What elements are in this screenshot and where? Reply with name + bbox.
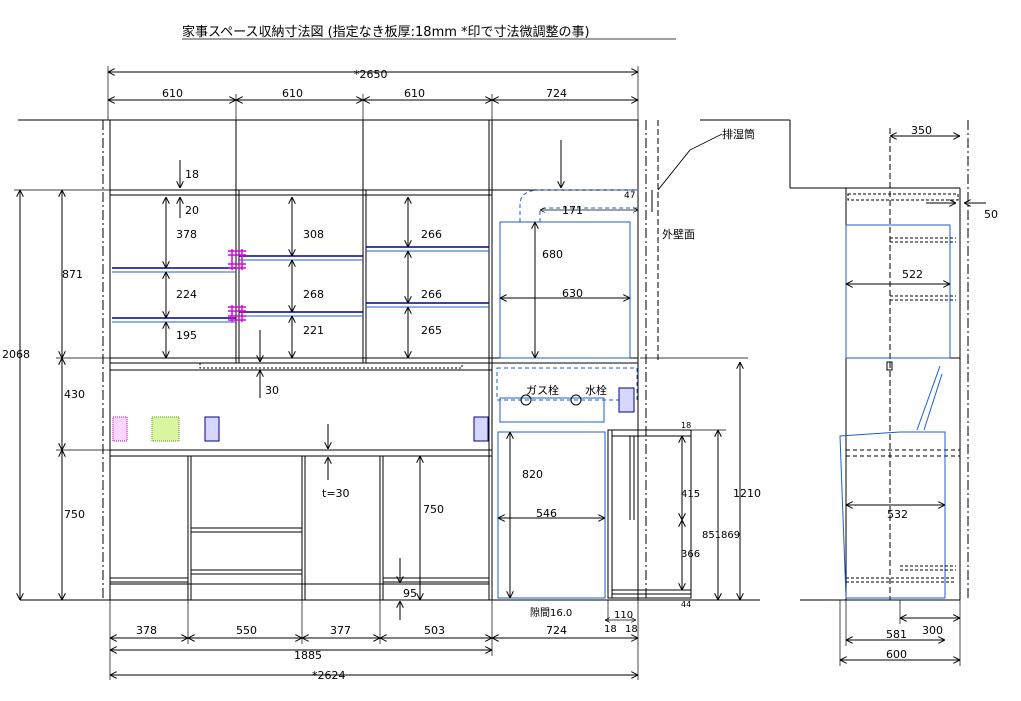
dim-18-right: 18: [625, 624, 638, 635]
dim-col3-a: 266: [421, 228, 442, 241]
dim-18-left: 18: [604, 624, 617, 635]
dim-415: 415: [681, 489, 700, 500]
dim-bottom-subtotal: 1885: [294, 649, 322, 662]
dim-171: 171: [562, 204, 583, 217]
side-dim-532: 532: [887, 508, 908, 521]
dim-col1-b: 224: [176, 288, 197, 301]
dim-bottom-1: 378: [136, 624, 157, 637]
shelves: [112, 246, 489, 323]
side-dim-350: 350: [911, 124, 932, 137]
label-water: 水栓: [585, 383, 607, 397]
side-dim-581: 581: [886, 628, 907, 641]
dim-110: 110: [614, 610, 633, 621]
top-dimensions: *2650 610 610 610 724: [107, 66, 639, 120]
dim-height-mid: 430: [64, 388, 85, 401]
dim-869: 869: [721, 530, 740, 541]
dim-820: 820: [522, 468, 543, 481]
dim-board-18: 18: [185, 168, 199, 181]
dim-47: 47: [624, 191, 635, 201]
bottom-dimensions: 378 550 377 503 724 1885 *2624: [109, 600, 639, 682]
gap-label: 隙間16.0: [530, 606, 572, 619]
dim-546: 546: [536, 507, 557, 520]
dim-height-lower: 750: [64, 508, 85, 521]
side-dim-50: 50: [984, 208, 998, 221]
dim-1210: 1210: [733, 487, 761, 500]
dim-18-small: 18: [681, 421, 691, 430]
side-dim-300: 300: [922, 624, 943, 637]
dim-bottom-2: 550: [236, 624, 257, 637]
dim-col3-b: 266: [421, 288, 442, 301]
outlets: [112, 387, 635, 442]
dim-bottom-3: 377: [330, 624, 351, 637]
dim-95: 95: [403, 587, 417, 600]
dim-44: 44: [681, 600, 691, 609]
dim-col2-c: 221: [303, 324, 324, 337]
inner-dimensions: 18 20 378 224 195 308 268 221 266 266 26…: [166, 160, 444, 620]
dim-top-3: 610: [404, 87, 425, 100]
dim-750-inner: 750: [423, 503, 444, 516]
labels: 排湿筒 外壁面 ガス栓 水栓: [526, 127, 755, 397]
front-elevation: [18, 119, 760, 601]
dim-col3-c: 265: [421, 324, 442, 337]
dim-bottom-5: 724: [546, 624, 567, 637]
side-dim-522: 522: [902, 268, 923, 281]
dim-top-2: 610: [282, 87, 303, 100]
side-dim-600: 600: [886, 648, 907, 661]
dim-col2-a: 308: [303, 228, 324, 241]
dim-366: 366: [681, 549, 700, 560]
label-outer-wall: 外壁面: [662, 227, 695, 241]
right-column-dimensions: 680 630 171 47 820 546 隙間16.0 110 18 18 …: [498, 140, 761, 635]
label-gas: ガス栓: [526, 383, 559, 397]
dim-680: 680: [542, 248, 563, 261]
side-view: 522 532 350 50 300 581 600: [700, 119, 998, 666]
dim-851: 851: [702, 530, 721, 541]
dim-col1-a: 378: [176, 228, 197, 241]
dim-height-upper: 871: [62, 268, 83, 281]
dim-top-total: *2650: [354, 68, 388, 81]
drawing-title: 家事スペース収納寸法図 (指定なき板厚:18mm *印で寸法微調整の事): [182, 24, 590, 40]
dim-col1-c: 195: [176, 329, 197, 342]
dim-col2-b: 268: [303, 288, 324, 301]
dim-height-total: 2068: [2, 348, 30, 361]
dim-t30: t=30: [322, 487, 350, 500]
dim-gap-20: 20: [185, 204, 199, 217]
dim-bottom-4: 503: [424, 624, 445, 637]
dim-bottom-total: *2624: [312, 669, 346, 682]
dim-630: 630: [562, 287, 583, 300]
dim-top-4: 724: [546, 87, 567, 100]
label-exhaust: 排湿筒: [722, 127, 755, 141]
dim-30: 30: [265, 384, 279, 397]
left-dimensions: 2068 871 430 750: [2, 189, 110, 600]
dim-top-1: 610: [162, 87, 183, 100]
